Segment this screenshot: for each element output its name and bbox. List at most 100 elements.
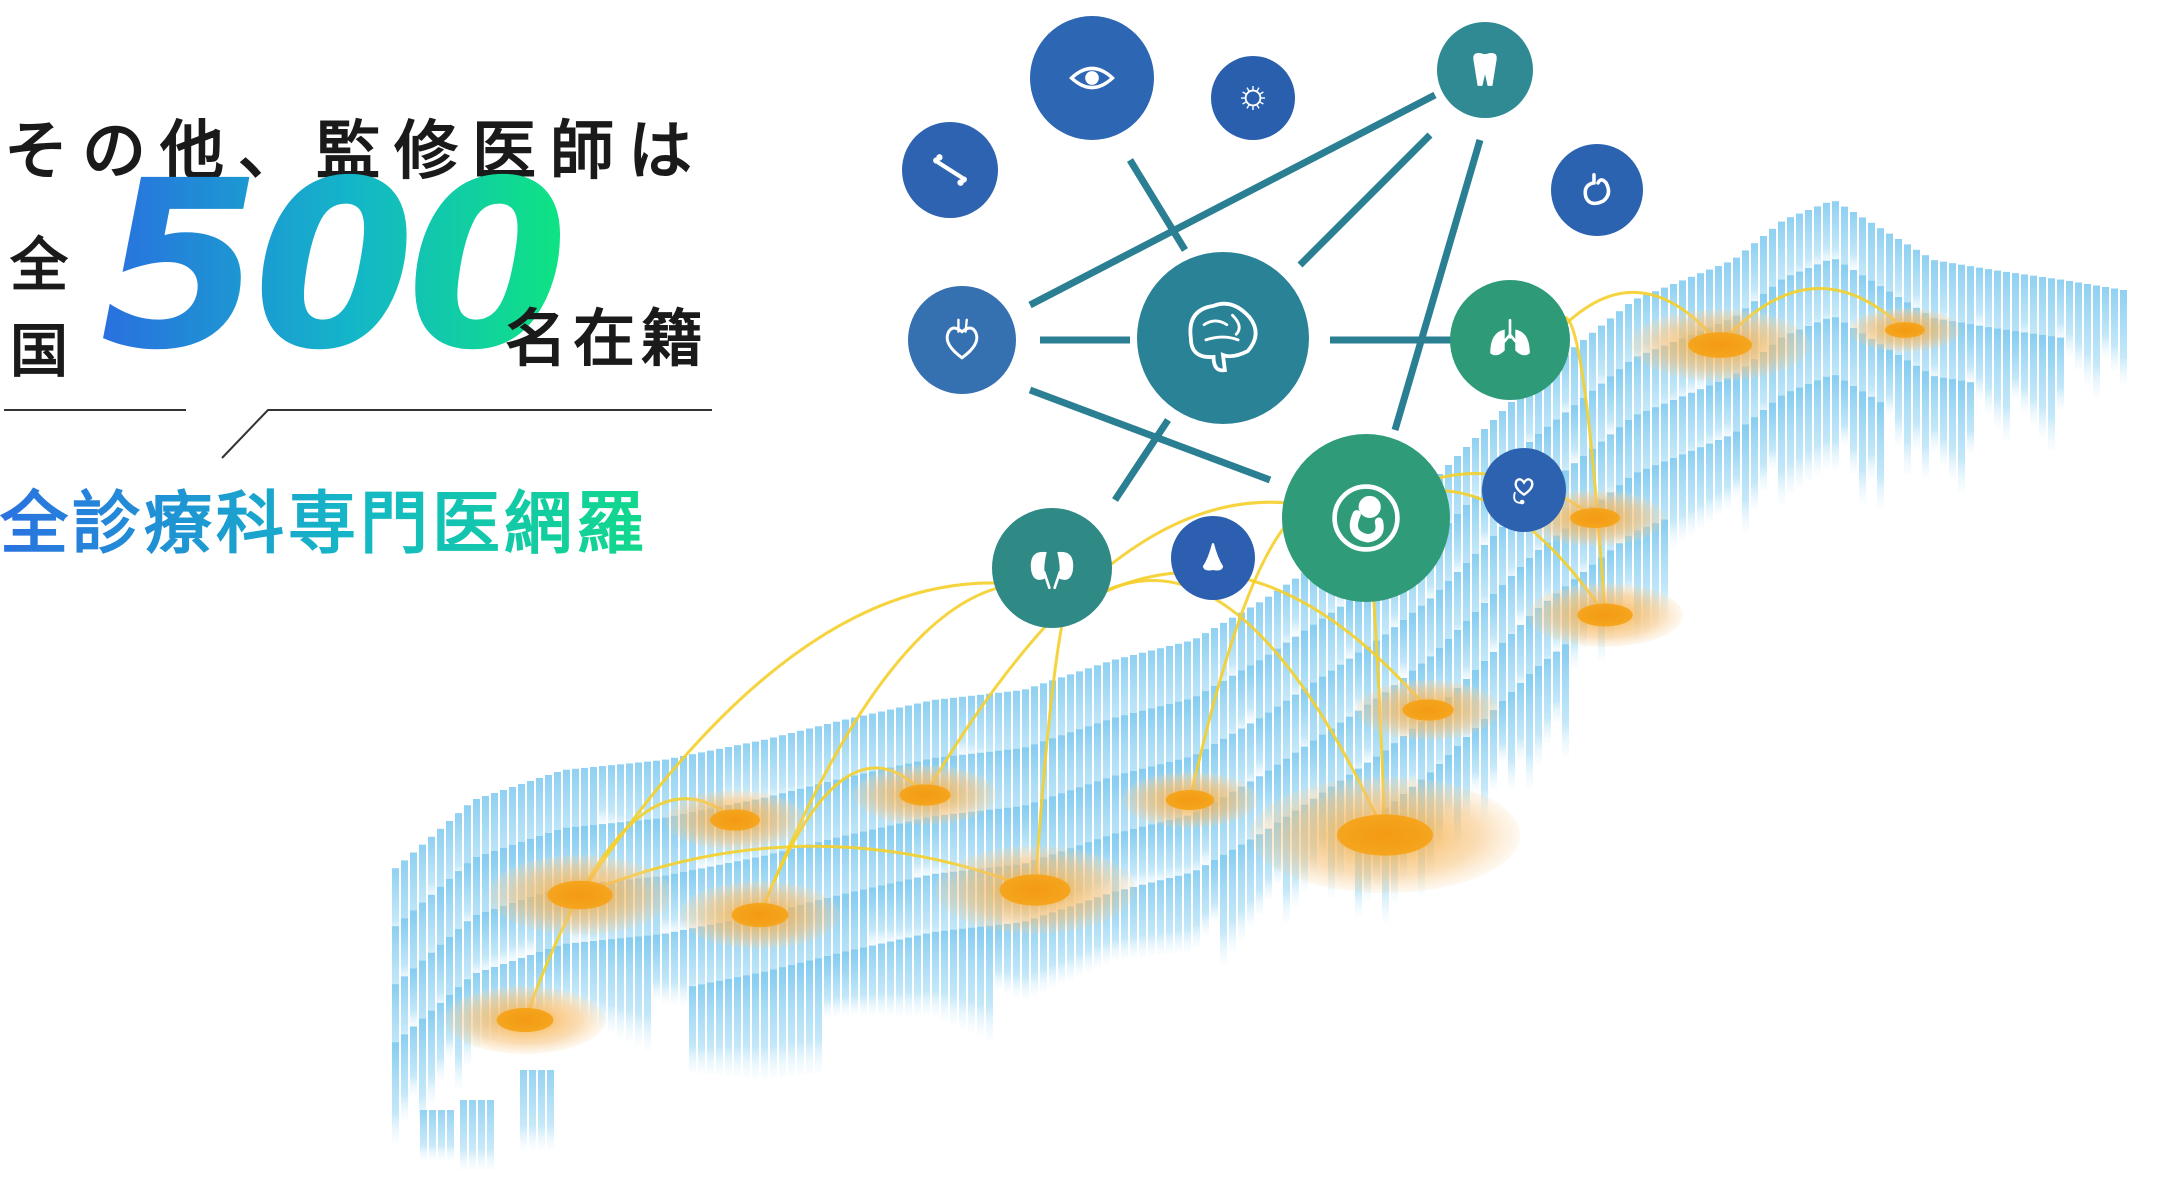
map-bar — [1472, 496, 1479, 578]
hotspot — [1122, 772, 1258, 828]
map-bar — [779, 909, 786, 1010]
map-bar — [2120, 290, 2127, 385]
map-bar — [1184, 641, 1191, 739]
map-bar — [2030, 333, 2037, 425]
map-bar — [860, 947, 867, 1016]
map-bar — [1085, 784, 1092, 893]
map-bar — [1319, 560, 1326, 646]
map-bar — [446, 879, 453, 978]
map-bar — [1310, 566, 1317, 662]
map-bar — [905, 937, 912, 1016]
map-bar — [1139, 884, 1146, 957]
map-bar — [698, 984, 705, 1074]
map-bar — [428, 894, 435, 970]
map-bar — [1625, 362, 1632, 453]
map-bar — [869, 829, 876, 937]
specialty-node — [1211, 56, 1295, 140]
map-bar — [1967, 382, 1974, 453]
map-bar — [1256, 660, 1263, 769]
map-bar — [1247, 665, 1254, 726]
map-bar — [860, 889, 867, 1004]
map-bar — [1175, 817, 1182, 886]
map-bar — [851, 891, 858, 1004]
map-bar — [923, 933, 930, 1016]
map-bar — [1454, 630, 1461, 713]
headline-line1: その他、監修医師は — [4, 100, 706, 192]
map-bar — [752, 915, 759, 1012]
map-bar — [824, 782, 831, 871]
map-bar — [914, 877, 921, 949]
map-bar — [1382, 634, 1389, 722]
map-bar — [1508, 576, 1515, 655]
map-bar — [671, 815, 678, 926]
map-bar — [1184, 699, 1191, 806]
map-bar — [581, 767, 588, 874]
map-bar — [1319, 618, 1326, 713]
map-bar — [1931, 318, 1938, 385]
map-bar — [1400, 562, 1407, 668]
map-bar — [1463, 505, 1470, 606]
network-line — [1112, 418, 1171, 502]
map-bar — [779, 967, 786, 1077]
map-bar — [689, 986, 696, 1073]
map-bar — [1598, 383, 1605, 461]
hotspot — [853, 765, 997, 825]
map-bar — [487, 1100, 494, 1170]
map-bar — [1409, 612, 1416, 715]
map-bar — [1121, 773, 1128, 880]
map-bar — [1130, 655, 1137, 745]
map-bar — [770, 969, 777, 1078]
map-bar — [941, 698, 948, 808]
map-bar — [932, 931, 939, 1017]
map-bar — [1400, 620, 1407, 680]
map-bar — [1814, 380, 1821, 475]
map-bar — [1193, 870, 1200, 948]
map-bar — [410, 1026, 417, 1096]
map-bar — [1715, 440, 1722, 515]
map-bar — [590, 941, 597, 1024]
map-bar — [1643, 526, 1650, 634]
map-bar — [2021, 332, 2028, 412]
map-bar — [968, 695, 975, 765]
map-bar — [1634, 414, 1641, 506]
map-bar — [761, 739, 768, 811]
map-bar — [842, 893, 849, 1004]
map-bar — [1265, 770, 1272, 833]
map-bar — [1841, 206, 1848, 299]
map-bar — [1211, 686, 1218, 776]
map-bar — [469, 1100, 476, 1170]
map-bar — [860, 715, 867, 803]
fetus-icon — [1332, 484, 1400, 552]
map-bar — [662, 933, 669, 1004]
map-bar — [1904, 244, 1911, 341]
map-bar — [2102, 287, 2109, 357]
map-bar — [428, 836, 435, 903]
map-bar — [1958, 322, 1965, 427]
specialty-network — [1028, 91, 1484, 502]
map-bar — [761, 971, 768, 1079]
map-bar — [1562, 528, 1569, 623]
map-bar — [455, 813, 462, 888]
map-bar — [1787, 275, 1794, 360]
map-bar — [2048, 278, 2055, 385]
map-bar — [1265, 654, 1272, 754]
map-bar — [464, 863, 471, 931]
map-bar — [1859, 391, 1866, 504]
map-bar — [1499, 411, 1506, 482]
map-bar — [1274, 648, 1281, 738]
map-bar — [725, 979, 732, 1076]
map-bar — [1733, 257, 1740, 352]
map-bar — [2012, 273, 2019, 387]
map-bar — [1904, 302, 1911, 408]
map-bar — [1256, 602, 1263, 702]
map-bar — [815, 784, 822, 872]
map-bar — [1400, 736, 1407, 814]
map-bar — [446, 937, 453, 1045]
map-bar — [1832, 259, 1839, 336]
map-bar — [1472, 728, 1479, 791]
map-bar — [950, 813, 957, 891]
map-bar — [1580, 514, 1587, 581]
map-bar — [538, 1070, 545, 1150]
map-bar — [1508, 692, 1515, 789]
map-bar — [1229, 849, 1236, 952]
